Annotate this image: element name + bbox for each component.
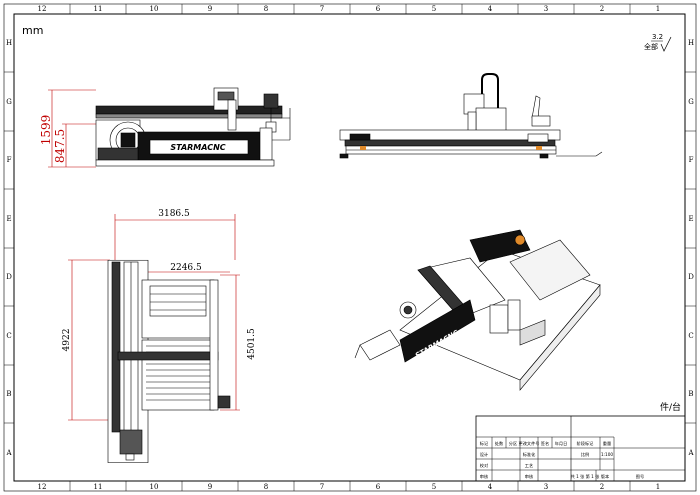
tb-cell: 比例 [581, 451, 589, 458]
col-label: 6 [376, 483, 381, 491]
col-label: 6 [376, 5, 381, 13]
iso-view: STARMACNC [354, 229, 601, 391]
col-label: 1 [656, 5, 660, 13]
dim-length-overall: 4922 [62, 329, 72, 352]
tb-cell: 共 1 张 第 1 张 [571, 473, 601, 480]
tb-cell: 工艺 [525, 463, 533, 468]
row-label: A [687, 449, 694, 457]
col-label: 12 [38, 483, 47, 491]
row-label: F [7, 156, 12, 164]
col-label: 4 [488, 5, 493, 13]
col-label: 7 [320, 5, 324, 13]
tb-cell: 版本 [601, 473, 610, 480]
surface-symbol-value: 3.2 [652, 33, 663, 41]
row-label: F [689, 156, 694, 164]
surface-note: 全部 [644, 42, 658, 51]
row-label: H [6, 39, 12, 47]
front-view: 1599 847.5 [39, 87, 291, 168]
zone-ticks [4, 4, 696, 491]
side-view [339, 73, 603, 159]
row-label: E [688, 215, 693, 223]
row-label: A [5, 449, 12, 457]
row-label: B [688, 390, 693, 398]
tb-cell: 重量 [603, 440, 611, 447]
tb-cell: 图号 [636, 474, 644, 480]
tb-cell: 1:100 [601, 452, 613, 457]
quantity-label: 件/台 [660, 401, 681, 413]
tb-cell: 校对 [480, 462, 488, 469]
unit-label: mm [22, 24, 43, 37]
tb-cell: 审核 [480, 473, 489, 480]
tb-cell: 更改文件号 [519, 440, 540, 447]
col-label: 10 [150, 5, 159, 13]
row-label: D [6, 273, 12, 281]
tb-cell: 分区 [509, 440, 517, 447]
tb-cell: 标准化 [523, 451, 536, 458]
col-label: 5 [432, 5, 436, 13]
tb-cell: 签名 [541, 440, 549, 447]
tb-cell: 标记 [480, 440, 489, 447]
tb-cell: 年月日 [555, 440, 568, 447]
dim-width-inner: 2246.5 [170, 263, 202, 273]
col-label: 12 [38, 5, 47, 13]
dim-axis-height: 847.5 [53, 129, 67, 163]
col-label: 8 [264, 5, 268, 13]
col-label: 2 [600, 5, 604, 13]
col-label: 9 [208, 5, 212, 13]
col-label: 10 [150, 483, 159, 491]
surface-roughness-symbol: 3.2 全部 [644, 33, 672, 52]
dim-length-table: 4501.5 [247, 328, 257, 360]
row-label: E [6, 215, 11, 223]
row-label: C [688, 332, 693, 340]
col-label: 7 [320, 483, 324, 491]
row-label: H [688, 39, 694, 47]
top-view: 3186.5 2246.5 4922 4501.5 [62, 209, 257, 463]
col-label: 3 [544, 5, 548, 13]
dim-width-overall: 3186.5 [158, 209, 190, 219]
col-label: 9 [208, 483, 212, 491]
col-label: 3 [544, 483, 548, 491]
tb-cell: 处数 [495, 440, 504, 447]
row-label: C [6, 332, 11, 340]
col-label: 11 [94, 483, 103, 491]
col-label: 8 [264, 483, 268, 491]
row-label: G [6, 98, 12, 106]
tb-cell: 审核 [525, 473, 534, 480]
tb-cell: 设计 [480, 451, 488, 458]
dim-total-height: 1599 [39, 115, 53, 146]
row-label: G [688, 98, 694, 106]
title-block: 标记 处数 分区 更改文件号 签名 年月日 设计 标准化 校对 工艺 审核 审核… [475, 415, 686, 482]
tb-cell: 阶段标记 [577, 440, 595, 447]
col-label: 11 [94, 5, 103, 13]
col-label: 1 [656, 483, 660, 491]
col-label: 5 [432, 483, 436, 491]
col-label: 2 [600, 483, 604, 491]
col-label: 4 [488, 483, 493, 491]
row-label: B [6, 390, 11, 398]
row-label: D [688, 273, 694, 281]
front-brand-label: STARMACNC [170, 143, 225, 152]
